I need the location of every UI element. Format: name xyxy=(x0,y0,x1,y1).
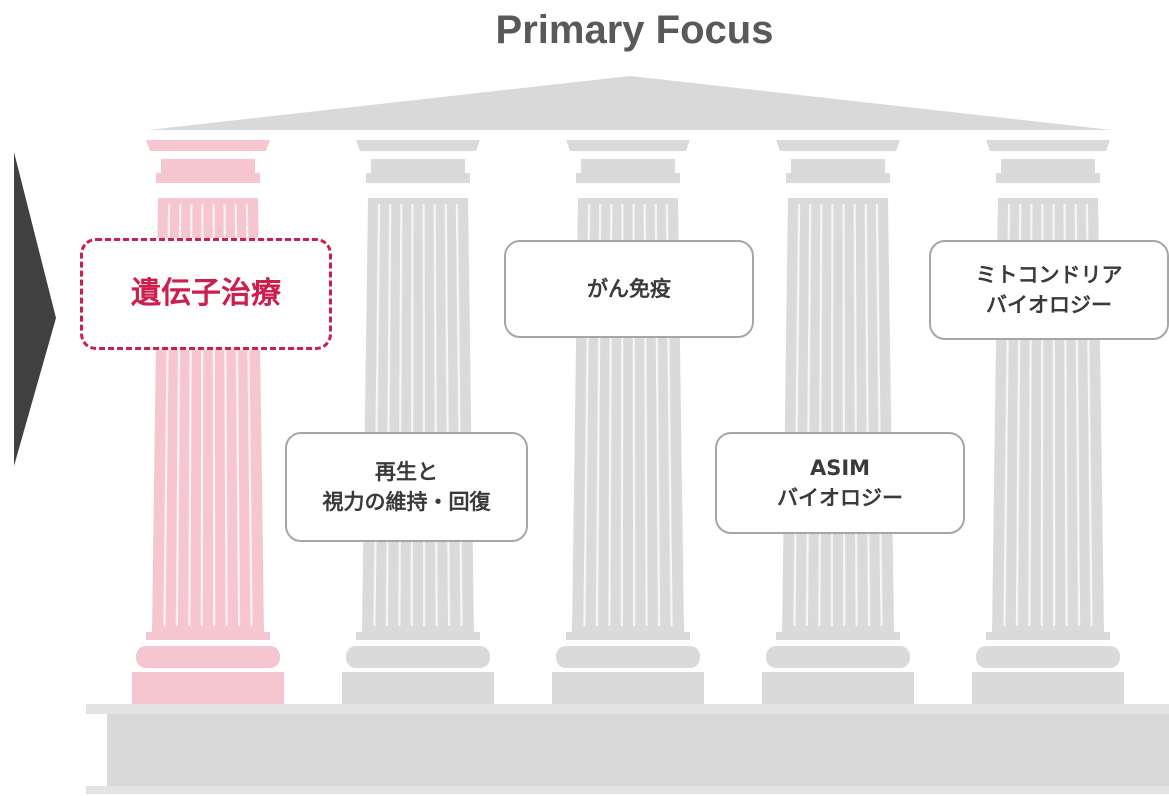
pillar-label-gene-therapy: 遺伝子治療 xyxy=(80,238,332,350)
pillar-capital-band xyxy=(371,159,465,173)
pillar-base-ring xyxy=(146,632,270,640)
pillar-capital-top xyxy=(356,140,480,151)
pillar-base-torus xyxy=(346,646,490,668)
pillar-base-ring xyxy=(566,632,690,640)
pillar-capital-top xyxy=(986,140,1110,151)
pillar-3 xyxy=(552,140,704,704)
pillar-flute xyxy=(455,203,463,627)
pillar-base-ring xyxy=(986,632,1110,640)
pillar-capital-top xyxy=(566,140,690,151)
pillar-plinth xyxy=(552,672,704,704)
pillar-capital-band xyxy=(581,159,675,173)
pillar-flute xyxy=(842,203,846,627)
pillar-flute xyxy=(818,203,823,627)
temple-base xyxy=(107,714,1169,786)
pillar-1 xyxy=(132,140,284,704)
pillar-label-cancer-immunity: がん免疫 xyxy=(504,240,754,338)
pillar-label-asim-biology: ASIM バイオロジー xyxy=(715,432,965,534)
pillar-capital-ring xyxy=(156,173,260,183)
pillar-flute xyxy=(373,203,381,627)
pillar-flute xyxy=(853,203,858,627)
pillar-flute xyxy=(875,203,883,627)
pillar-capital-ring xyxy=(996,173,1100,183)
pillar-capital-band xyxy=(1001,159,1095,173)
pillar-2 xyxy=(342,140,494,704)
pillar-capital-ring xyxy=(786,173,890,183)
pillar-flute xyxy=(793,203,801,627)
pillar-5 xyxy=(972,140,1124,704)
pillar-capital-top xyxy=(776,140,900,151)
pillar-capital-ring xyxy=(576,173,680,183)
pillar-flute xyxy=(422,203,426,627)
pillar-plinth xyxy=(762,672,914,704)
pillar-flute xyxy=(805,203,812,627)
temple-roof xyxy=(148,76,1112,130)
pillar-base-torus xyxy=(136,646,280,668)
pillar-label-regeneration: 再生と 視力の維持・回復 xyxy=(285,432,528,542)
pillar-flute xyxy=(410,203,414,627)
base-bottom-step xyxy=(86,786,1169,794)
pillar-plinth xyxy=(342,672,494,704)
pillar-capital-band xyxy=(161,159,255,173)
pillar-flute xyxy=(385,203,392,627)
pillar-base-ring xyxy=(776,632,900,640)
pillar-plinth xyxy=(132,672,284,704)
pillar-label-mitochondria-biology: ミトコンドリア バイオロジー xyxy=(929,240,1169,340)
pillar-4 xyxy=(762,140,914,704)
pillar-flute xyxy=(398,203,403,627)
left-arrow-marker xyxy=(14,152,56,466)
pillar-capital-ring xyxy=(366,173,470,183)
pillar-base-torus xyxy=(766,646,910,668)
base-top-step xyxy=(86,704,1169,714)
page-title: Primary Focus xyxy=(495,8,774,52)
pillar-base-torus xyxy=(976,646,1120,668)
pillars-group xyxy=(132,140,1124,704)
pillar-flute xyxy=(830,203,834,627)
pillar-flute xyxy=(433,203,438,627)
pillar-capital-band xyxy=(791,159,885,173)
pillar-base-ring xyxy=(356,632,480,640)
pillar-flute xyxy=(444,203,451,627)
pillar-flute xyxy=(864,203,871,627)
pillar-capital-top xyxy=(146,140,270,151)
pillar-plinth xyxy=(972,672,1124,704)
pillar-base-torus xyxy=(556,646,700,668)
